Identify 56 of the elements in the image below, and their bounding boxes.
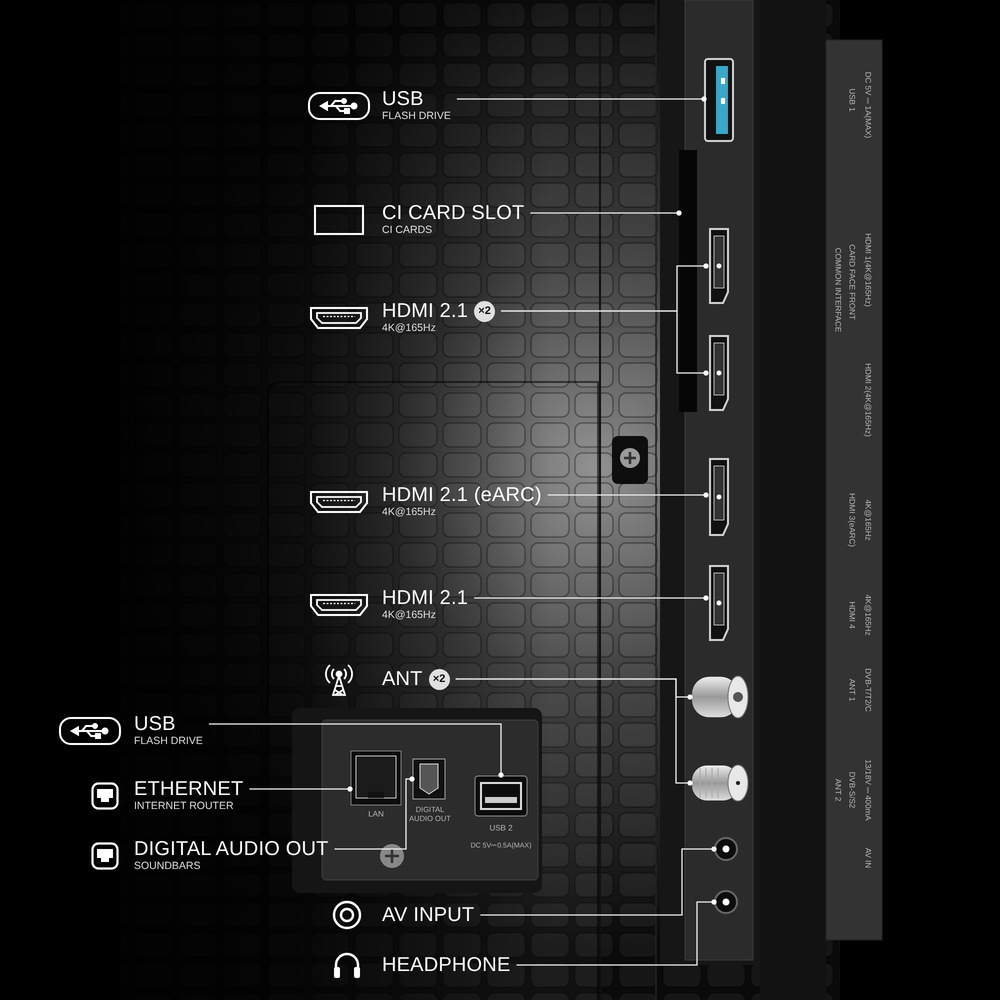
port-name: AV INPUT [382,904,474,926]
leader-line [501,310,709,376]
port-name: HDMI 2.1 [382,300,468,322]
leader-line [480,846,717,916]
port-name: ANT [382,668,423,690]
printed-port-label: 4K@165Hz [864,594,872,636]
leader-line [208,723,504,778]
printed-port-label: HDMI 4 [848,601,856,629]
port-name: USB [134,713,176,735]
printed-port-label: HDMI 1(4K@165Hz) [864,233,872,307]
port-name: HEADPHONE [382,954,510,976]
printed-port-label: 13/18V ⎓ 400mA [864,759,872,821]
usb-port [704,58,734,142]
leader-line [530,210,682,216]
ethernet-port [350,750,402,806]
port-description: 4K@165Hz [382,609,437,622]
port-name: CI CARD SLOT [382,202,524,224]
port-description: FLASH DRIVE [382,110,451,123]
leader-line [456,96,707,102]
printed-port-label: DC 5V ⎓ 1A(MAX) [864,72,872,138]
port-description: CI CARDS [382,224,434,237]
hdmi-port [706,458,732,536]
printed-port-label: DVB-S/S2 [848,772,856,808]
port-name: ETHERNET [134,778,244,800]
port-name: DIGITAL AUDIO OUT [134,838,329,860]
printed-port-label: DVB-T/T2/C [864,668,872,712]
printed-port-label: 4K@165Hz [864,499,872,541]
printed-port-label: HDMI 2(4K@165Hz) [864,363,872,437]
usb-port [474,775,528,817]
port-name: HDMI 2.1 [382,587,468,609]
printed-port-label: CARD FACE FRONT [848,244,856,320]
printed-port-label: ANT 1 [848,678,856,702]
printed-port-label: LAN [368,810,384,818]
leader-line [334,776,415,850]
hdmi-port [706,228,732,304]
port-name: HDMI 2.1 (eARC) [382,484,542,506]
hdmi-port [706,335,732,411]
printed-port-label: ANT 2 [834,778,842,802]
port-description: 4K@165Hz [382,322,437,335]
port-description: FLASH DRIVE [134,735,203,748]
leader-line [456,678,693,786]
leader-line [516,899,717,966]
leader-line [249,786,353,792]
port-description: INTERNET ROUTER [134,800,235,813]
port-description: SOUNDBARS [134,860,202,873]
leader-line [474,595,709,601]
port-description: 4K@165Hz [382,506,437,519]
hdmi-port [706,565,732,641]
printed-port-label: USB 1 [848,88,856,112]
printed-port-label: AV IN [864,848,872,868]
port-name: USB [382,88,424,110]
printed-port-label: COMMON INTERFACE [834,248,842,332]
printed-port-label: USB 2 [489,824,513,832]
printed-port-label: HDMI 3(eARC) [848,493,856,547]
card-slot [679,150,697,412]
optical-audio-port [412,758,446,800]
